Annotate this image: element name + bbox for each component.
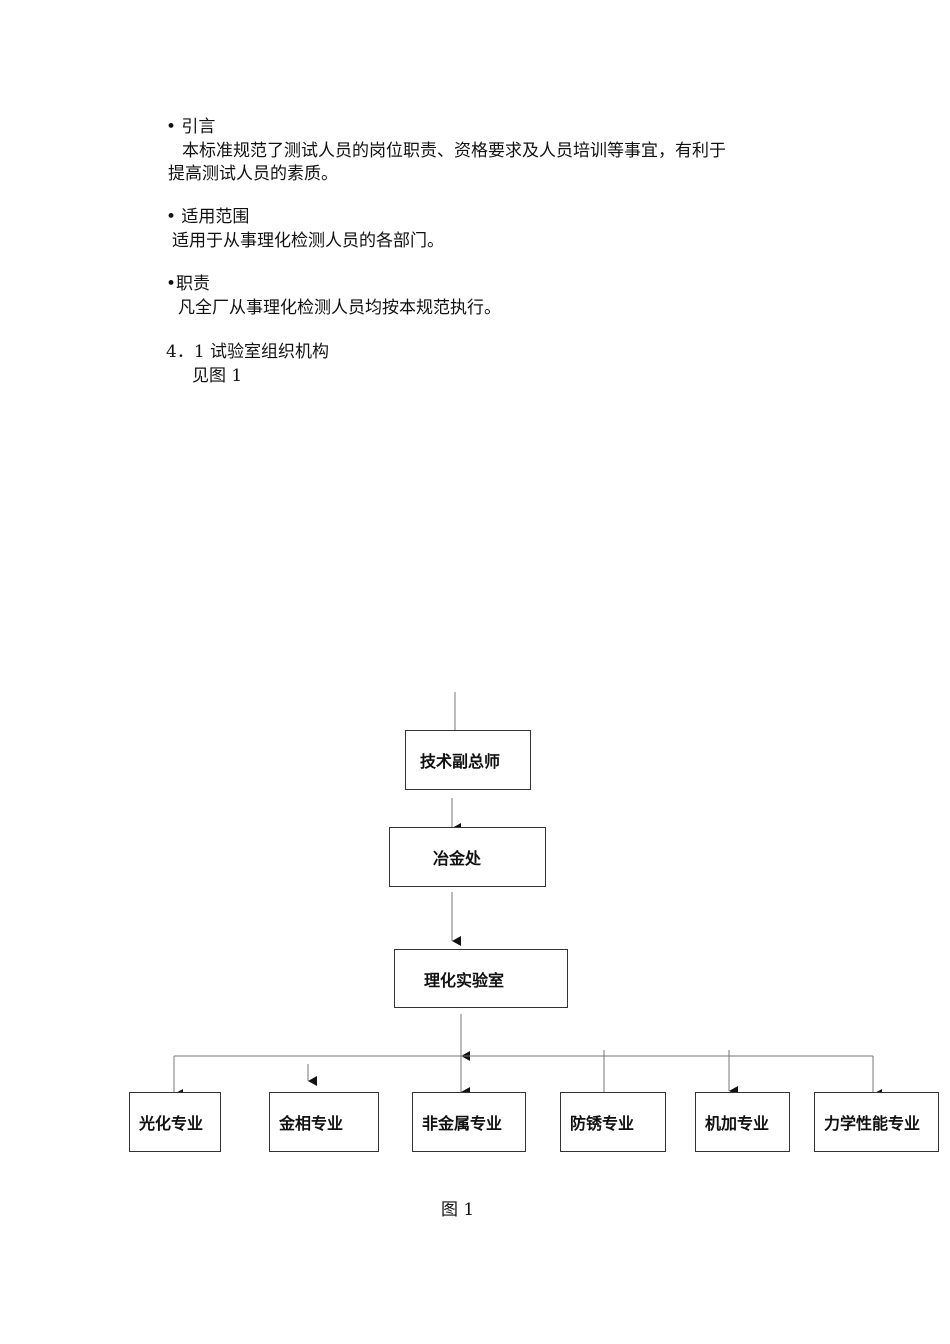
org-box-dept-nonmetal: 非金属专业 (412, 1092, 526, 1152)
section-lab-org-heading: 4．1 试验室组织机构 (166, 342, 330, 362)
org-box-dept-photochemistry: 光化专业 (129, 1092, 221, 1152)
section-scope-line-1: 适用于从事理化检测人员的各部门。 (172, 231, 444, 251)
section-intro-line-1: 本标准规范了测试人员的岗位职责、资格要求及人员培训等事宜，有利于 (182, 141, 726, 161)
org-box-dept-rust-prevention: 防锈专业 (560, 1092, 666, 1152)
org-box-label: 冶金处 (433, 849, 482, 868)
org-box-dept-machining: 机加专业 (695, 1092, 790, 1152)
org-box-label: 技术副总师 (420, 752, 501, 771)
org-box-label: 金相专业 (279, 1114, 344, 1133)
org-box-technical-deputy-chief: 技术副总师 (405, 730, 531, 790)
section-intro-heading: • 引言 (166, 117, 216, 137)
org-box-metallurgy-office: 冶金处 (389, 827, 546, 887)
section-scope-heading: • 适用范围 (166, 207, 250, 227)
org-box-label: 力学性能专业 (824, 1114, 921, 1133)
org-box-dept-metallography: 金相专业 (269, 1092, 379, 1152)
org-box-label: 机加专业 (705, 1114, 770, 1133)
org-box-label: 理化实验室 (424, 970, 505, 990)
org-box-dept-mechanical-properties: 力学性能专业 (814, 1092, 939, 1152)
section-duty-heading: •职责 (166, 274, 211, 294)
org-box-label: 防锈专业 (570, 1114, 635, 1133)
org-box-label: 光化专业 (139, 1114, 204, 1133)
figure-caption: 图 1 (441, 1200, 475, 1220)
section-intro-line-2: 提高测试人员的素质。 (168, 164, 338, 184)
section-duty-line-1: 凡全厂从事理化检测人员均按本规范执行。 (178, 298, 501, 318)
section-lab-org-line-1: 见图 1 (192, 366, 243, 386)
org-box-label: 非金属专业 (422, 1114, 503, 1133)
org-box-physical-chemical-lab: 理化实验室 (394, 949, 568, 1008)
